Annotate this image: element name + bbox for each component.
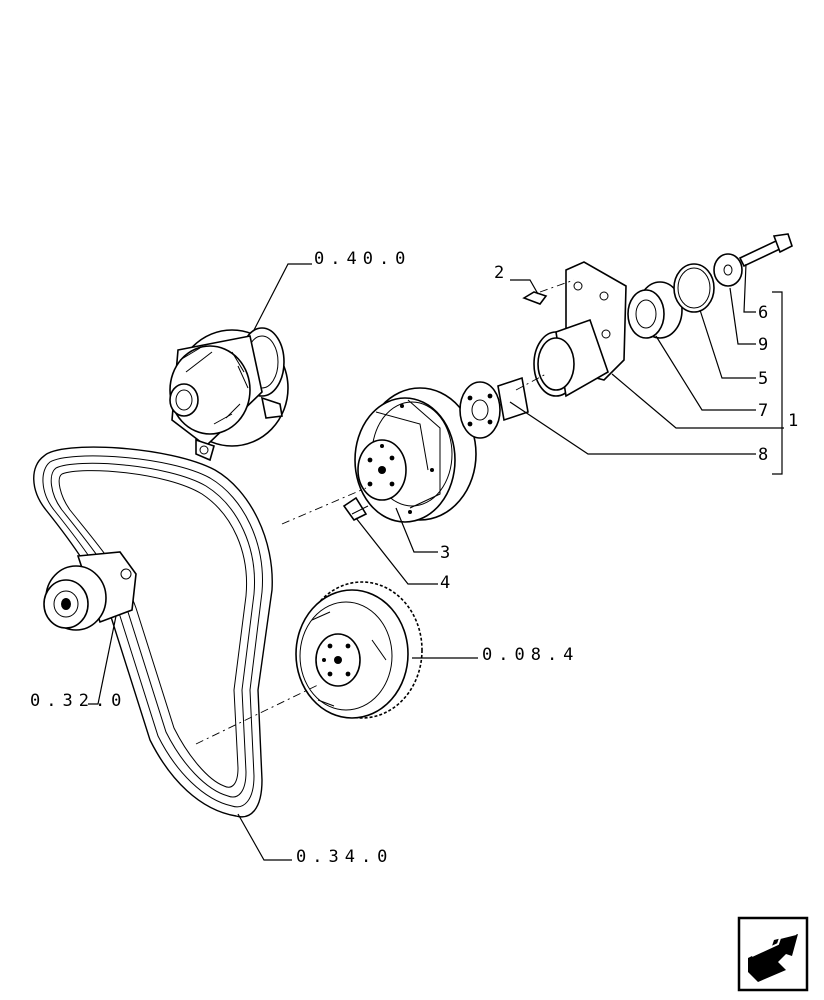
bearing bbox=[627, 281, 683, 339]
leader-lines bbox=[88, 263, 784, 861]
callout-2: 2 bbox=[494, 263, 504, 283]
callout-5: 5 bbox=[758, 369, 768, 389]
callout-3: 3 bbox=[440, 543, 450, 563]
callout-8: 8 bbox=[758, 445, 768, 465]
pulley-hub bbox=[459, 376, 529, 439]
belt-tensioner bbox=[43, 551, 137, 631]
callout-4: 4 bbox=[440, 573, 450, 593]
small-screw bbox=[522, 291, 548, 305]
washer bbox=[713, 253, 743, 287]
callout-9: 9 bbox=[758, 335, 768, 355]
alternator bbox=[169, 327, 289, 462]
fan-pulley bbox=[354, 387, 477, 523]
callout-7: 7 bbox=[758, 401, 768, 421]
ref-alternator: 0.40.0 bbox=[314, 249, 411, 269]
drive-belt bbox=[33, 446, 273, 818]
ref-belt: 0.34.0 bbox=[296, 847, 393, 867]
ref-tensioner: 0.32.0 bbox=[30, 691, 127, 711]
bolt bbox=[738, 233, 793, 268]
callout-1: 1 bbox=[788, 411, 798, 431]
callout-6: 6 bbox=[758, 303, 768, 323]
center-axis-lines bbox=[195, 279, 575, 745]
crankshaft-pulley bbox=[295, 581, 423, 719]
next-page-arrow-icon[interactable] bbox=[737, 916, 809, 992]
ref-crank-pulley: 0.08.4 bbox=[482, 645, 579, 665]
screw bbox=[342, 496, 369, 522]
fan-support-bracket bbox=[533, 261, 627, 398]
snap-ring bbox=[673, 263, 715, 313]
